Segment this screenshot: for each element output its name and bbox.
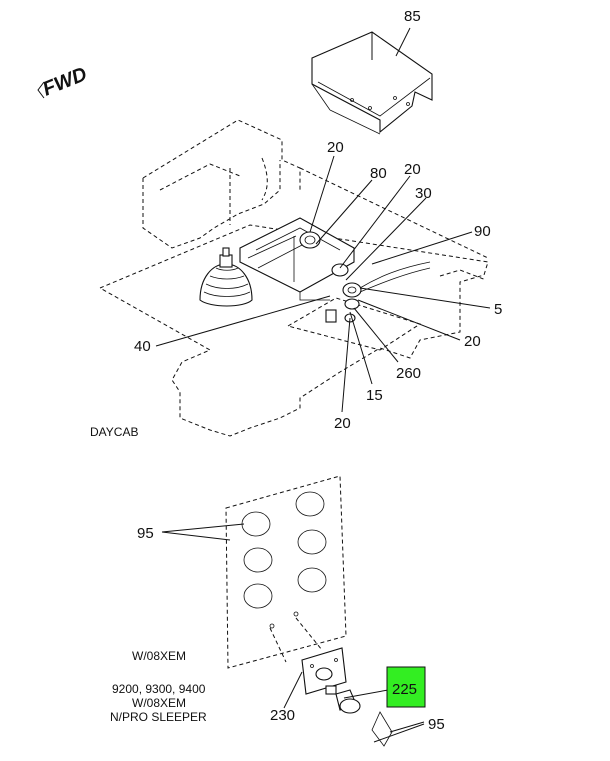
fwd-label: FWD [40, 63, 90, 100]
callout-5: 5 [494, 301, 502, 318]
bracket-assembly [239, 217, 431, 323]
caption-models: 9200, 9300, 9400 [112, 682, 206, 696]
callout-230: 230 [270, 707, 295, 724]
switch-plate-230 [301, 647, 347, 695]
callout-225: 225 [392, 681, 417, 698]
callout-80: 80 [370, 165, 387, 182]
callout-20-d: 20 [334, 415, 351, 432]
caption-sleeper: N/PRO SLEEPER [110, 710, 207, 724]
callout-40: 40 [134, 338, 151, 355]
callout-20-b: 20 [404, 161, 421, 178]
callout-85: 85 [404, 8, 421, 25]
knockout-panel [225, 475, 347, 669]
forward-direction-marker: FWD [37, 63, 90, 101]
caption-w08xem-bottom: W/08XEM [132, 696, 186, 710]
callout-260: 260 [396, 365, 421, 382]
switch-part-225 [325, 685, 393, 747]
callout-30: 30 [415, 185, 432, 202]
cover-part-85 [311, 31, 433, 135]
callout-95-a: 95 [137, 525, 154, 542]
callout-20-c: 20 [464, 333, 481, 350]
callout-15: 15 [366, 387, 383, 404]
callout-20-a: 20 [327, 139, 344, 156]
callout-leaders-top [155, 155, 491, 413]
caption-w08xem-top: W/08XEM [132, 649, 186, 663]
shift-boot [199, 247, 253, 307]
caption-daycab: DAYCAB [90, 425, 138, 439]
callout-225-highlight[interactable] [386, 666, 426, 708]
callout-90: 90 [474, 223, 491, 240]
callout-95-b: 95 [428, 716, 445, 733]
